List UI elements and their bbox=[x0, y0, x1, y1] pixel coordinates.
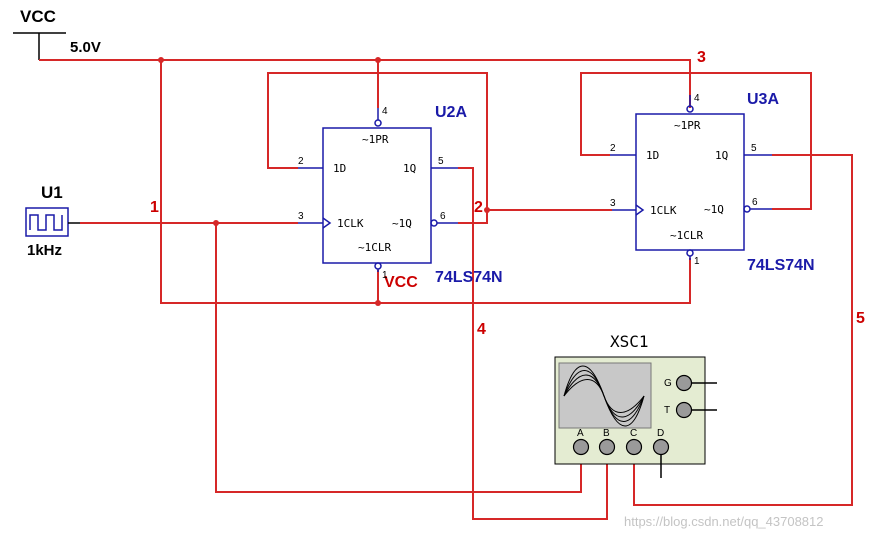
channel-a-terminal[interactable] bbox=[572, 438, 590, 456]
oscilloscope-xsc1[interactable]: XSC1 A B C D G bbox=[554, 332, 717, 478]
u3a-pin-q-label: 1Q bbox=[715, 149, 728, 162]
square-wave-icon bbox=[29, 214, 63, 231]
xsc1-channel-c[interactable]: C bbox=[625, 428, 643, 456]
channel-c-label: C bbox=[630, 428, 637, 439]
clock-source-u1[interactable]: U1 1kHz bbox=[25, 183, 80, 259]
u3a-pin-pr-label: ~1PR bbox=[674, 119, 701, 132]
channel-b-terminal[interactable] bbox=[598, 438, 616, 456]
u3a-pin-clk-label: 1CLK bbox=[650, 204, 677, 217]
u3a-pin-pr-bubble bbox=[686, 105, 694, 113]
channel-a-label: A bbox=[577, 428, 584, 439]
channel-b-label: B bbox=[603, 428, 610, 439]
watermark-text: https://blog.csdn.net/qq_43708812 bbox=[624, 514, 824, 529]
wire-net5 bbox=[633, 154, 853, 506]
flipflop-u2a[interactable]: U2A 74LS74N VCC 4 ~1PR 2 1D 5 1Q 3 1CLK … bbox=[298, 104, 503, 291]
u2a-pin-clr-num: 1 bbox=[382, 270, 388, 281]
channel-d-label: D bbox=[657, 428, 664, 439]
u3a-part: 74LS74N bbox=[747, 257, 815, 274]
vcc-label: VCC bbox=[20, 7, 56, 26]
u3a-pin-d-num: 2 bbox=[610, 143, 616, 154]
u3a-clock-triangle-icon bbox=[635, 204, 645, 216]
xsc1-channel-a[interactable]: A bbox=[572, 428, 590, 456]
vcc-voltage: 5.0V bbox=[70, 39, 101, 56]
trigger-terminal[interactable] bbox=[675, 401, 693, 419]
u2a-vcc-label: VCC bbox=[384, 274, 418, 291]
u3a-pin-clr-label: ~1CLR bbox=[670, 229, 703, 242]
u2a-pin-clr-label: ~1CLR bbox=[358, 241, 391, 254]
u2a-pin-clr-bubble bbox=[374, 262, 382, 270]
trigger-label: T bbox=[664, 405, 670, 416]
xsc1-channel-d[interactable]: D bbox=[652, 428, 670, 478]
wires bbox=[39, 59, 853, 520]
xsc1-ref: XSC1 bbox=[610, 332, 649, 351]
net-labels: 1 2 3 4 5 bbox=[150, 49, 865, 338]
junction-dot bbox=[375, 300, 381, 306]
u2a-pin-qn-label: ~1Q bbox=[392, 217, 412, 230]
channel-d-terminal[interactable] bbox=[652, 438, 670, 456]
wire-clock-to-a bbox=[215, 223, 582, 493]
u2a-ref: U2A bbox=[435, 104, 467, 121]
wire-u3-feedback bbox=[580, 72, 812, 210]
channel-c-terminal[interactable] bbox=[625, 438, 643, 456]
junction-dot bbox=[484, 207, 490, 213]
u3a-pin-clk-num: 3 bbox=[610, 198, 616, 209]
u3a-pin-qn-label: ~1Q bbox=[704, 203, 724, 216]
u2a-pin-qn-num: 6 bbox=[440, 211, 446, 222]
wire-net4 bbox=[458, 167, 608, 520]
u2a-clock-triangle-icon bbox=[322, 217, 332, 229]
u2a-pin-q-label: 1Q bbox=[403, 162, 416, 175]
net-label-3: 3 bbox=[697, 49, 706, 66]
wire-net1 bbox=[160, 60, 691, 304]
u2a-pin-d-label: 1D bbox=[333, 162, 346, 175]
junctions bbox=[158, 57, 490, 306]
flipflop-u3a[interactable]: U3A 74LS74N 4 ~1PR 2 1D 5 1Q 3 1CLK 6 ~1… bbox=[610, 91, 815, 274]
u2a-part: 74LS74N bbox=[435, 269, 503, 286]
u3a-pin-qn-num: 6 bbox=[752, 197, 758, 208]
u2a-pin-pr-bubble bbox=[374, 119, 382, 127]
junction-dot bbox=[158, 57, 164, 63]
u1-ref: U1 bbox=[41, 183, 63, 202]
wire-vcc-rail bbox=[39, 59, 691, 108]
u3a-pin-qn-bubble bbox=[743, 205, 751, 213]
u3a-ref: U3A bbox=[747, 91, 779, 108]
net-label-2: 2 bbox=[474, 199, 483, 216]
u2a-pin-d-num: 2 bbox=[298, 156, 304, 167]
u2a-pin-q-num: 5 bbox=[438, 156, 444, 167]
ground-terminal[interactable] bbox=[675, 374, 693, 392]
u2a-pin-pr-label: ~1PR bbox=[362, 133, 389, 146]
u3a-pin-q-num: 5 bbox=[751, 143, 757, 154]
u2a-pin-clk-label: 1CLK bbox=[337, 217, 364, 230]
junction-dot bbox=[213, 220, 219, 226]
xsc1-waveform-icon bbox=[563, 365, 645, 427]
junction-dot bbox=[375, 57, 381, 63]
u3a-pin-d-label: 1D bbox=[646, 149, 659, 162]
u3a-pin-clr-bubble bbox=[686, 249, 694, 257]
u2a-pin-clk-num: 3 bbox=[298, 211, 304, 222]
net-label-5: 5 bbox=[856, 310, 865, 327]
xsc1-ground-terminal[interactable]: G bbox=[664, 374, 717, 392]
u2a-pin-pr-num: 4 bbox=[382, 106, 388, 117]
xsc1-channel-b[interactable]: B bbox=[598, 428, 616, 456]
net-label-1: 1 bbox=[150, 199, 159, 216]
u3a-pin-pr-num: 4 bbox=[694, 93, 700, 104]
ground-label: G bbox=[664, 378, 672, 389]
vcc-source[interactable]: VCC 5.0V bbox=[13, 7, 101, 60]
net-label-4: 4 bbox=[477, 321, 486, 338]
u1-frequency: 1kHz bbox=[27, 242, 62, 259]
u2a-pin-qn-bubble bbox=[430, 219, 438, 227]
u1-box bbox=[25, 207, 69, 237]
wire-u2-feedback bbox=[267, 72, 488, 224]
xsc1-trigger-terminal[interactable]: T bbox=[664, 401, 717, 419]
u3a-pin-clr-num: 1 bbox=[694, 256, 700, 267]
